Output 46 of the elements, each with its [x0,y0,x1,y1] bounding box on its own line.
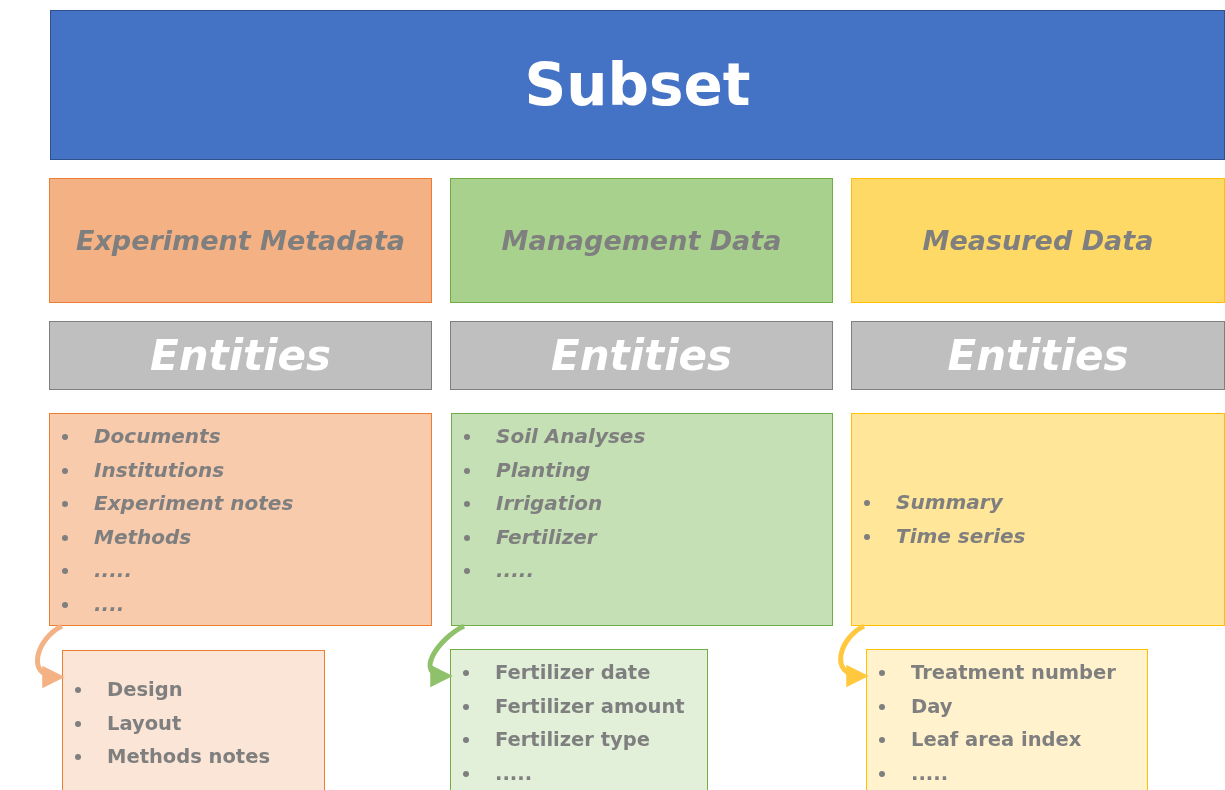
list-item: ..... [451,756,707,790]
list-item: Leaf area index [867,723,1147,757]
category-box [851,178,1225,303]
list-item: Fertilizer date [451,656,707,690]
entities-bar [49,321,432,390]
list-item: Institutions [50,453,431,487]
list-item: Soil Analyses [452,420,832,454]
list-item: Irrigation [452,487,832,521]
list-item: Design [63,673,324,707]
title-text: Subset [524,51,751,119]
list-item: ..... [50,554,431,588]
list-item: Planting [452,453,832,487]
list-item: ..... [867,756,1147,790]
entities-bar [450,321,833,390]
list-item: Methods notes [63,740,324,774]
entity-list-box [451,413,833,626]
category-box [49,178,432,303]
list-item: Fertilizer [452,520,832,554]
category-title: Management Data [501,225,782,256]
entities-label: Entities [150,331,331,380]
list-item: Summary [852,486,1224,520]
entities-bar [851,321,1225,390]
list-item: Documents [50,420,431,454]
list-item: .... [50,587,431,621]
list-item: Day [867,689,1147,723]
category-title: Measured Data [922,225,1154,256]
entity-list-box [851,413,1225,626]
list-item: Fertilizer type [451,723,707,757]
list-item: ..... [452,554,832,588]
category-title: Experiment Metadata [76,225,405,256]
attribute-list-box [62,650,325,790]
category-box [450,178,833,303]
list-item: Methods [50,520,431,554]
list-item: Time series [852,519,1224,553]
attribute-list-box [866,649,1148,790]
entity-list-box [49,413,432,626]
list-item: Experiment notes [50,487,431,521]
curved-arrow [838,623,869,686]
attribute-list-box [450,649,708,790]
curved-arrow [35,623,65,687]
list-item: Fertilizer amount [451,689,707,723]
title-banner [50,10,1225,160]
list-item: Layout [63,706,324,740]
entities-label: Entities [551,331,732,380]
entities-label: Entities [947,331,1129,380]
list-item: Treatment number [867,656,1147,690]
